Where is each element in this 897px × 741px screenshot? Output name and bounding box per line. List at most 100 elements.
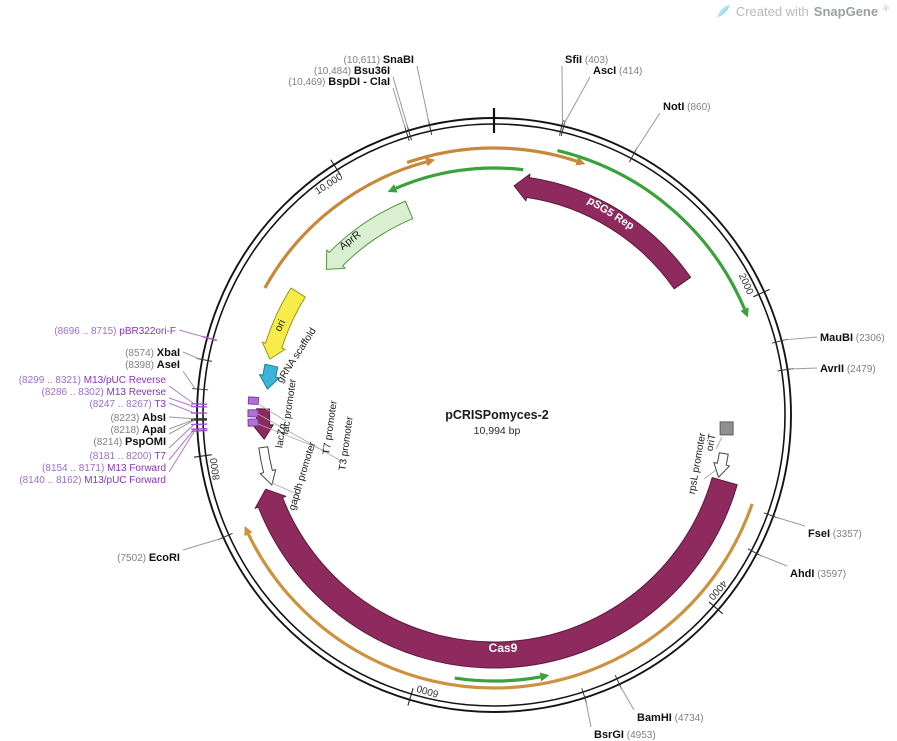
site-label-M13/pUC Reverse: (8299 .. 8321) M13/pUC Reverse xyxy=(19,375,167,386)
ruler-tick-6000 xyxy=(407,688,414,706)
snapgene-feather-icon xyxy=(716,4,730,18)
site-leader-XbaI xyxy=(182,351,200,360)
site-label-M13 Reverse: (8286 .. 8302) M13 Reverse xyxy=(41,387,166,398)
site-label-Bsu36I: (10,484) Bsu36I xyxy=(314,65,390,77)
feature-cas9 xyxy=(254,477,738,669)
orf-arc-right xyxy=(557,148,747,310)
ruler-tick-10,000 xyxy=(330,159,341,176)
lac-promoter-glyph xyxy=(247,396,260,406)
site-label-T3: (8247 .. 8267) T3 xyxy=(89,399,166,410)
ruler-tick-2000 xyxy=(753,288,770,298)
lacza-label: lacZα xyxy=(274,422,288,448)
site-label-FseI: FseI (3357) xyxy=(808,528,862,540)
watermark-registered: ® xyxy=(883,4,889,13)
t3-promoter-label: T3 promoter xyxy=(337,415,356,471)
site-leader-M13/pUC Reverse xyxy=(168,385,195,405)
feature-ori-label: ori xyxy=(272,318,288,334)
feature-rpsl-promoter-arrow xyxy=(713,452,731,478)
plasmid-name: pCRISPomyces-2 xyxy=(445,408,549,422)
watermark-brand: SnapGene xyxy=(813,4,879,19)
ruler-label-8000: 8000 xyxy=(209,457,223,481)
site-leader-ApaI xyxy=(168,419,195,430)
site-label-pBR322ori-F: (8696 .. 8715) pBR322ori-F xyxy=(54,326,176,337)
inner-leader-3 xyxy=(271,482,298,495)
orf-arc-bottom-small-arrowhead xyxy=(539,672,550,682)
site-leader-BsrGI xyxy=(585,700,592,728)
t7-promoter-label: T7 promoter xyxy=(321,399,340,455)
site-label-SnaBI: (10,611) SnaBI xyxy=(344,54,414,66)
plasmid-title-block: pCRISPomyces-2 10,994 bp xyxy=(414,408,580,437)
site-label-NotI: NotI (860) xyxy=(663,101,711,113)
feature-grna-scaffold xyxy=(258,363,280,390)
site-leader-M13/pUC Forward xyxy=(168,430,195,473)
inner-leader-4 xyxy=(703,469,717,480)
site-leader-AhdI xyxy=(759,554,788,567)
orf-arc-upper-left-arrowhead xyxy=(425,157,436,167)
orf-arc-right-arrowhead xyxy=(740,307,749,318)
ruler-tick-8000 xyxy=(193,454,212,458)
site-label-EcoRI: (7502) EcoRI xyxy=(117,552,180,564)
site-leader-M13 Reverse xyxy=(168,397,195,408)
t3-promoter-glyph xyxy=(247,409,259,418)
site-leader-BspDI - ClaI xyxy=(392,87,406,129)
site-label-AscI: AscI (414) xyxy=(593,65,642,77)
site-leader-AseI xyxy=(182,370,196,390)
site-label-BsrGI: BsrGI (4953) xyxy=(594,729,656,741)
site-label-AvrII: AvrII (2479) xyxy=(820,363,876,375)
feature-ori xyxy=(261,287,306,360)
site-label-BspDI - ClaI: (10,469) BspDI - ClaI xyxy=(288,76,390,88)
orf-arc-upper-left xyxy=(263,160,427,289)
plasmid-size: 10,994 bp xyxy=(473,425,521,437)
site-leader-SfiI xyxy=(561,65,564,123)
snapgene-watermark: Created with SnapGene ® xyxy=(716,4,889,19)
inner-leader-1 xyxy=(257,413,344,463)
site-label-AhdI: AhdI (3597) xyxy=(790,568,846,580)
orf-arc-bottom xyxy=(246,503,754,690)
site-label-ApaI: (8218) ApaI xyxy=(110,424,166,436)
site-label-M13 Forward: (8154 .. 8171) M13 Forward xyxy=(42,463,166,474)
inner-leader-5 xyxy=(715,436,723,450)
site-leader-T3 xyxy=(168,402,195,414)
site-leader-SnaBI xyxy=(416,65,430,123)
inner-leader-0 xyxy=(257,403,287,422)
watermark-text: Created with xyxy=(735,4,809,19)
site-leader-BamHI xyxy=(620,686,635,711)
orf-arc-bottom-arrowhead xyxy=(244,526,253,537)
site-label-BamHI: BamHI (4734) xyxy=(637,712,704,724)
site-leader-EcoRI xyxy=(182,538,221,551)
site-leader-MauBI xyxy=(784,336,818,341)
site-leader-AbsI xyxy=(168,416,195,420)
feature-psg5-rep xyxy=(513,173,692,290)
t7-promoter-glyph xyxy=(247,418,259,427)
inner-leader-2 xyxy=(257,423,329,453)
gapdh-promoter-label: gapdh promoter xyxy=(287,440,318,511)
site-label-T7: (8181 .. 8200) T7 xyxy=(89,451,166,462)
feature-gapdh-promoter-arrow xyxy=(258,446,277,486)
site-label-M13/pUC Forward: (8140 .. 8162) M13/pUC Forward xyxy=(19,475,166,486)
orit-label: oriT xyxy=(705,433,719,452)
ruler-tick-4000 xyxy=(708,601,724,615)
site-leader-AscI xyxy=(563,76,591,124)
orf-arc-bottom-small xyxy=(454,675,541,683)
site-leader-M13 Forward xyxy=(168,428,195,461)
orf-arc-top-ccw xyxy=(395,166,524,190)
site-label-AseI: (8398) AseI xyxy=(125,359,180,371)
site-leader-AvrII xyxy=(790,367,818,370)
site-label-SfiI: SfiI (403) xyxy=(565,54,608,66)
site-leader-NotI xyxy=(635,112,661,151)
orf-arc-top-cw-arrowhead xyxy=(575,156,586,166)
feature-cas9-label: Cas9 xyxy=(489,641,518,655)
site-leader-Bsu36I xyxy=(392,76,409,128)
rpsl-promoter-label: rpsL promoter xyxy=(687,431,709,495)
orit-glyph xyxy=(719,421,734,436)
site-label-PspOMI: (8214) PspOMI xyxy=(93,436,166,448)
orf-arc-top-ccw-arrowhead xyxy=(387,184,398,193)
orf-arc-top-cw xyxy=(406,146,578,165)
site-leader-pBR322ori-F xyxy=(178,329,205,338)
feature-aprr xyxy=(325,200,414,270)
site-label-AbsI: (8223) AbsI xyxy=(110,412,166,424)
site-leader-PspOMI xyxy=(168,419,195,435)
site-leader-T7 xyxy=(168,424,195,449)
site-label-MauBI: MauBI (2306) xyxy=(820,332,885,344)
